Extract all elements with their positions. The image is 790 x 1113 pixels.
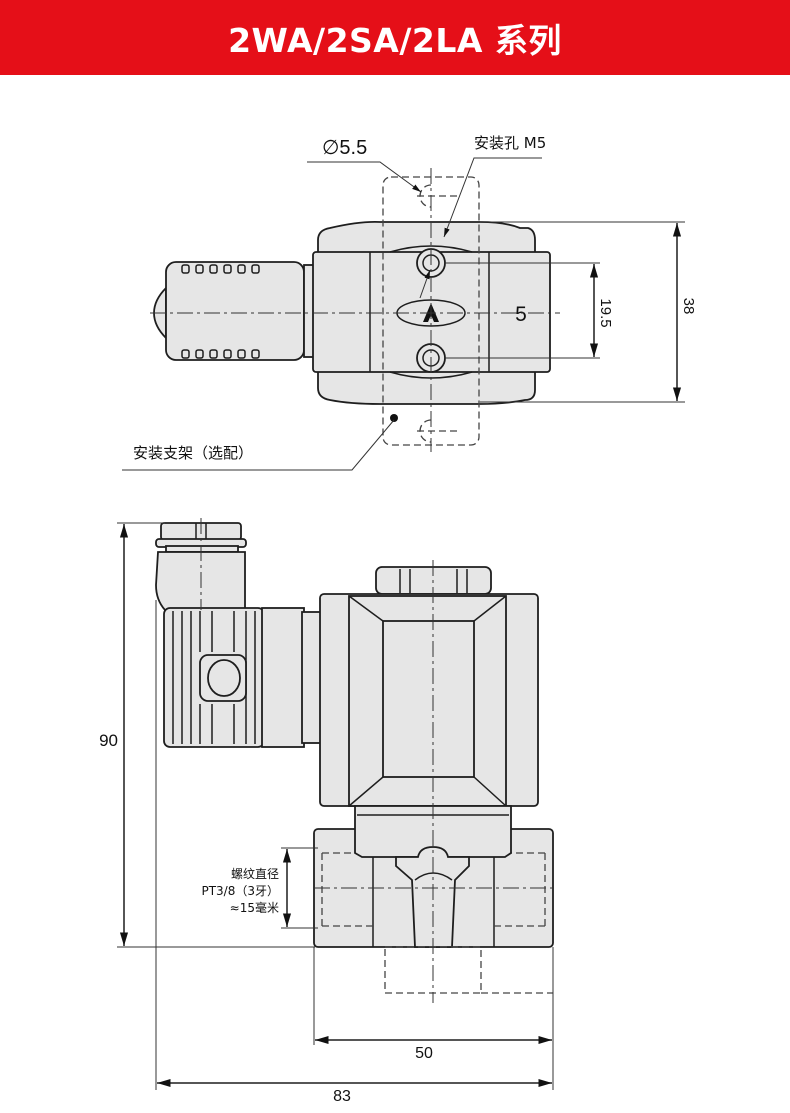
- title-banner: 2WA/2SA/2LA 系列: [0, 0, 790, 75]
- mount-hole-label: 安装孔 M5: [474, 134, 546, 152]
- dimension-body-width: 38: [480, 221, 697, 403]
- coil-side: [163, 607, 322, 748]
- body-length-value: 50: [415, 1045, 433, 1062]
- thread-title: 螺纹直径: [231, 867, 279, 881]
- cylinder-grooves: [181, 264, 260, 359]
- leader-hole-diameter: ∅5.5: [307, 137, 422, 193]
- total-length-value: 83: [333, 1088, 351, 1105]
- leader-mount-hole: 安装孔 M5: [419, 134, 546, 299]
- height-value: 90: [99, 731, 118, 750]
- dimension-height: 90: [99, 522, 315, 948]
- hole-spacing-value: 19.5: [597, 298, 614, 327]
- bracket-label: 安装支架（选配）: [133, 444, 253, 462]
- page-title: 2WA/2SA/2LA 系列: [228, 20, 562, 60]
- dimension-thread: 螺纹直径 PT3/8（3牙） ≈15毫米: [201, 847, 318, 929]
- hole-diameter-label: ∅5.5: [322, 137, 367, 159]
- body-width-value: 38: [680, 298, 697, 315]
- port-label: 5: [515, 303, 527, 326]
- coil-housing: [319, 593, 539, 807]
- dimension-total-length: 83: [155, 600, 552, 1105]
- dimension-hole-spacing: 19.5: [445, 262, 614, 359]
- side-view: 90 螺纹直径 PT3/8（3牙） ≈15毫米 50 83: [99, 518, 555, 1105]
- thread-spec: PT3/8（3牙）: [201, 884, 279, 898]
- thread-size: ≈15毫米: [230, 900, 279, 915]
- dimension-body-length: 50: [313, 947, 554, 1090]
- leader-bracket: 安装支架（选配）: [122, 419, 395, 471]
- coil-cylinder-top: [153, 261, 315, 361]
- top-view: 5 19.5 38 ∅5.5: [122, 134, 697, 471]
